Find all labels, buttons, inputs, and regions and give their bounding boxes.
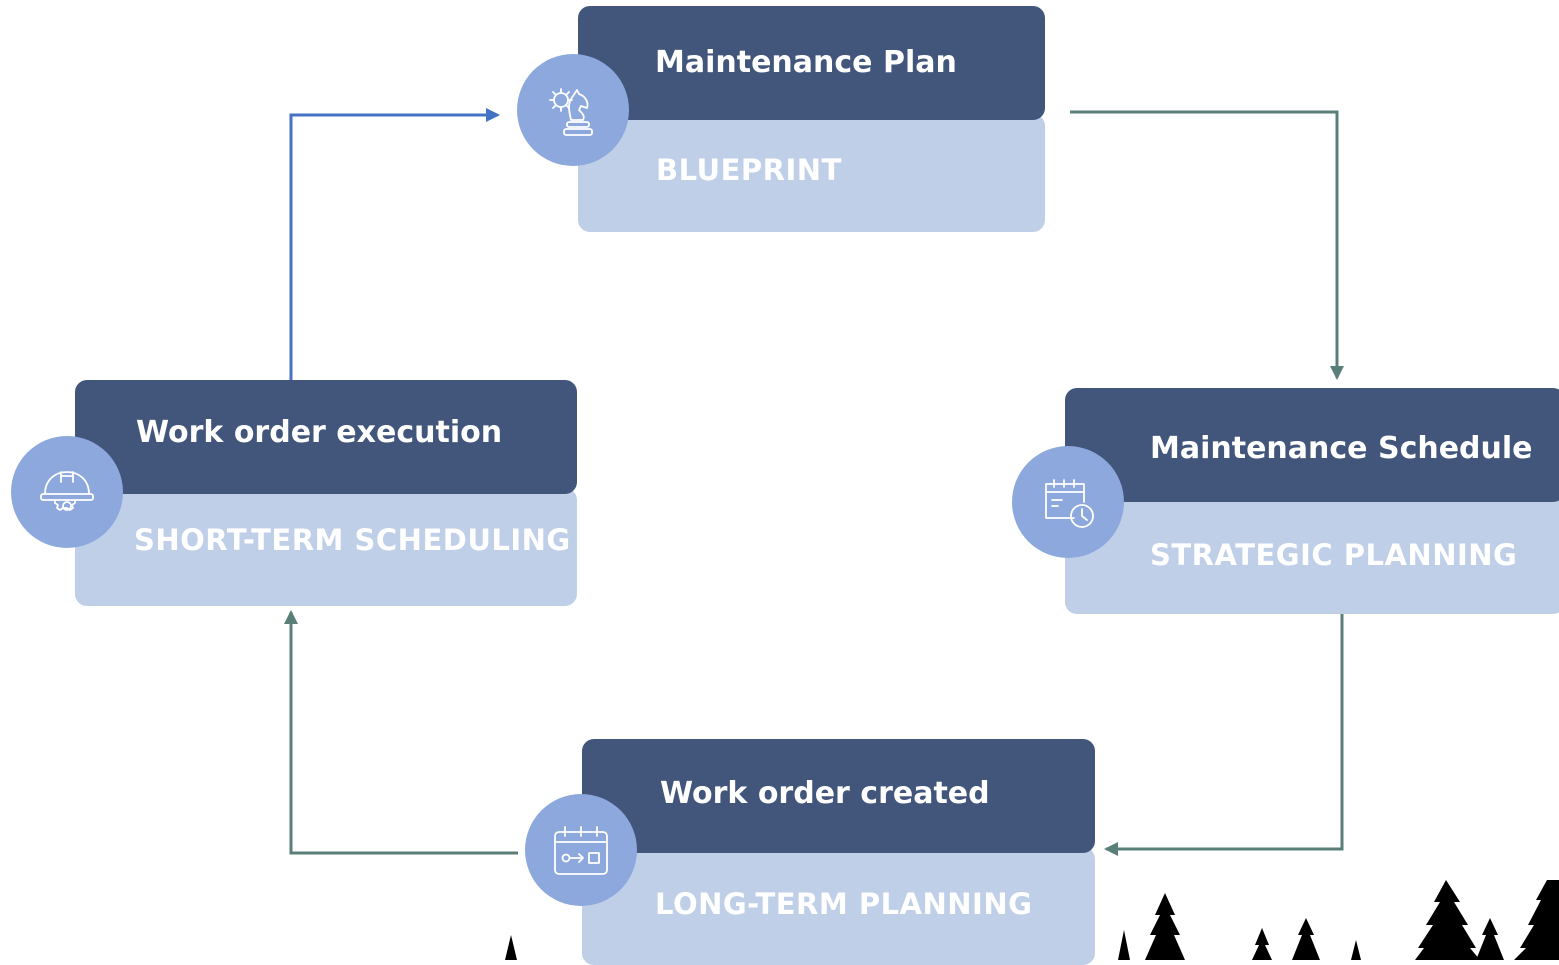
arrow-created-to-execution bbox=[284, 610, 518, 855]
strategy-gear-chess-knight-icon bbox=[549, 88, 593, 136]
stage-panel bbox=[578, 114, 1045, 232]
stage-header bbox=[1065, 388, 1559, 502]
arrow-schedule-to-created bbox=[1104, 612, 1344, 856]
stage-subtitle: SHORT-TERM SCHEDULING bbox=[134, 523, 571, 557]
stage-subtitle: BLUEPRINT bbox=[656, 153, 842, 187]
stage-header bbox=[578, 6, 1045, 120]
arrow-execution-to-plan bbox=[289, 108, 500, 380]
stage-panel bbox=[582, 847, 1095, 965]
stage-card-work-order-execution: Work order execution SHORT-TERM SCHEDULI… bbox=[75, 380, 577, 606]
tree-silhouette bbox=[505, 935, 517, 960]
tree-silhouette bbox=[1476, 918, 1504, 960]
tree-silhouette bbox=[1145, 893, 1185, 960]
tree-silhouette bbox=[1351, 940, 1361, 960]
stage-panel bbox=[75, 488, 577, 606]
stage-subtitle: STRATEGIC PLANNING bbox=[1150, 538, 1518, 572]
tree-silhouette bbox=[1118, 930, 1130, 960]
stage-card-maintenance-plan: Maintenance Plan BLUEPRINT bbox=[578, 6, 1045, 232]
tree-silhouette bbox=[1514, 880, 1559, 960]
stage-subtitle: LONG-TERM PLANNING bbox=[655, 887, 1033, 921]
stage-title: Maintenance Schedule bbox=[1150, 431, 1533, 466]
calendar-process-icon bbox=[554, 826, 608, 875]
stage-title: Work order execution bbox=[136, 415, 503, 450]
stage-badge bbox=[11, 436, 123, 548]
stage-card-work-order-created: Work order created LONG-TERM PLANNING bbox=[582, 739, 1095, 965]
tree-silhouette bbox=[1292, 918, 1320, 960]
stage-badge bbox=[525, 794, 637, 906]
stage-header bbox=[75, 380, 577, 494]
calendar-clock-icon bbox=[1045, 479, 1094, 528]
hardhat-gear-icon bbox=[40, 471, 94, 511]
tree-silhouette bbox=[1415, 880, 1480, 960]
stage-title: Work order created bbox=[660, 776, 990, 811]
arrow-plan-to-schedule bbox=[1070, 110, 1344, 380]
stage-header bbox=[582, 739, 1095, 853]
stage-badge bbox=[517, 54, 629, 166]
tree-silhouette bbox=[1252, 928, 1272, 960]
stage-badge bbox=[1012, 446, 1124, 558]
stage-panel bbox=[1065, 496, 1559, 614]
stage-card-maintenance-schedule: Maintenance Schedule STRATEGIC PLANNING bbox=[1065, 388, 1559, 614]
stage-title: Maintenance Plan bbox=[655, 45, 957, 80]
